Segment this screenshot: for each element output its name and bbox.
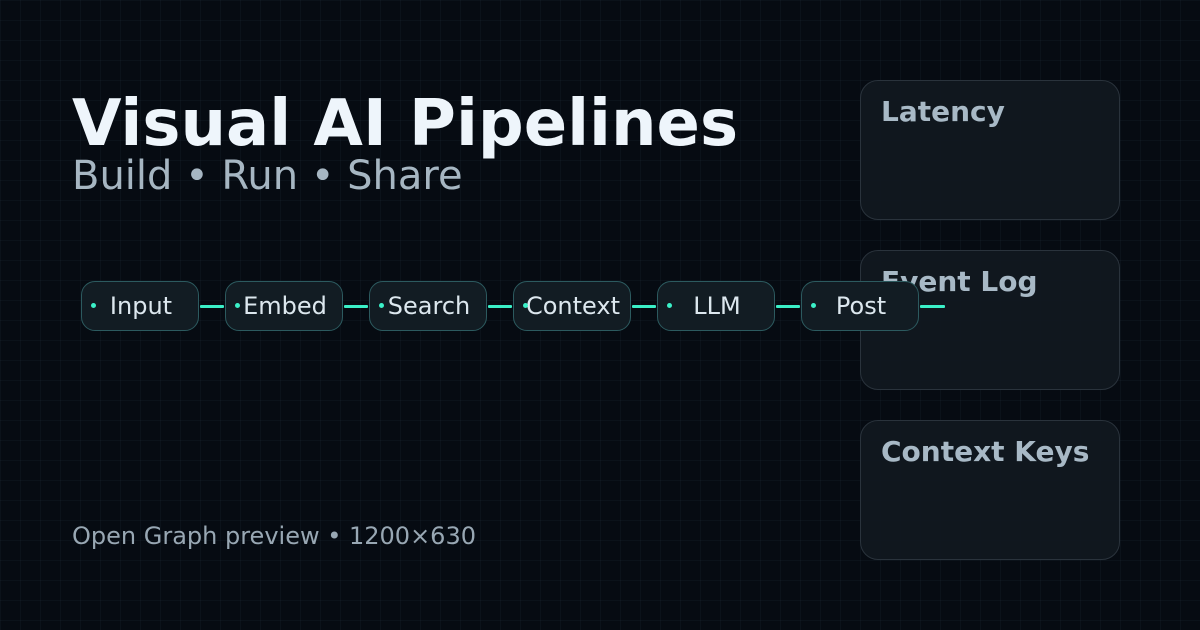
pipeline-wire xyxy=(776,305,800,308)
latency-panel: Latency xyxy=(860,80,1120,220)
pipeline-wire xyxy=(200,305,224,308)
pipeline-node-llm[interactable]: LLM xyxy=(657,281,775,331)
page-subtitle: Build • Run • Share xyxy=(72,153,463,199)
pipeline-wire xyxy=(632,305,656,308)
pipeline-node-post[interactable]: Post xyxy=(801,281,919,331)
node-label: LLM xyxy=(693,292,741,320)
page-title: Visual AI Pipelines xyxy=(72,87,739,161)
input-port-icon xyxy=(235,303,240,308)
panel-title: Latency xyxy=(881,95,1005,128)
input-port-icon xyxy=(91,303,96,308)
pipeline-wire xyxy=(488,305,512,308)
pipeline-node-context[interactable]: Context xyxy=(513,281,631,331)
pipeline-node-embed[interactable]: Embed xyxy=(225,281,343,331)
node-label: Search xyxy=(387,292,471,320)
pipeline-wire-output-overlay xyxy=(920,305,945,308)
context-keys-panel: Context Keys xyxy=(860,420,1120,560)
node-label: Embed xyxy=(243,292,327,320)
node-label: Context xyxy=(525,292,621,320)
footer-caption: Open Graph preview • 1200×630 xyxy=(72,522,476,550)
panel-title: Context Keys xyxy=(881,435,1090,468)
node-label: Post xyxy=(835,292,887,320)
node-label: Input xyxy=(109,292,173,320)
input-port-icon xyxy=(523,303,528,308)
pipeline-node-search[interactable]: Search xyxy=(369,281,487,331)
input-port-icon xyxy=(667,303,672,308)
pipeline-wire xyxy=(344,305,368,308)
input-port-icon xyxy=(379,303,384,308)
input-port-icon xyxy=(811,303,816,308)
pipeline-node-input[interactable]: Input xyxy=(81,281,199,331)
